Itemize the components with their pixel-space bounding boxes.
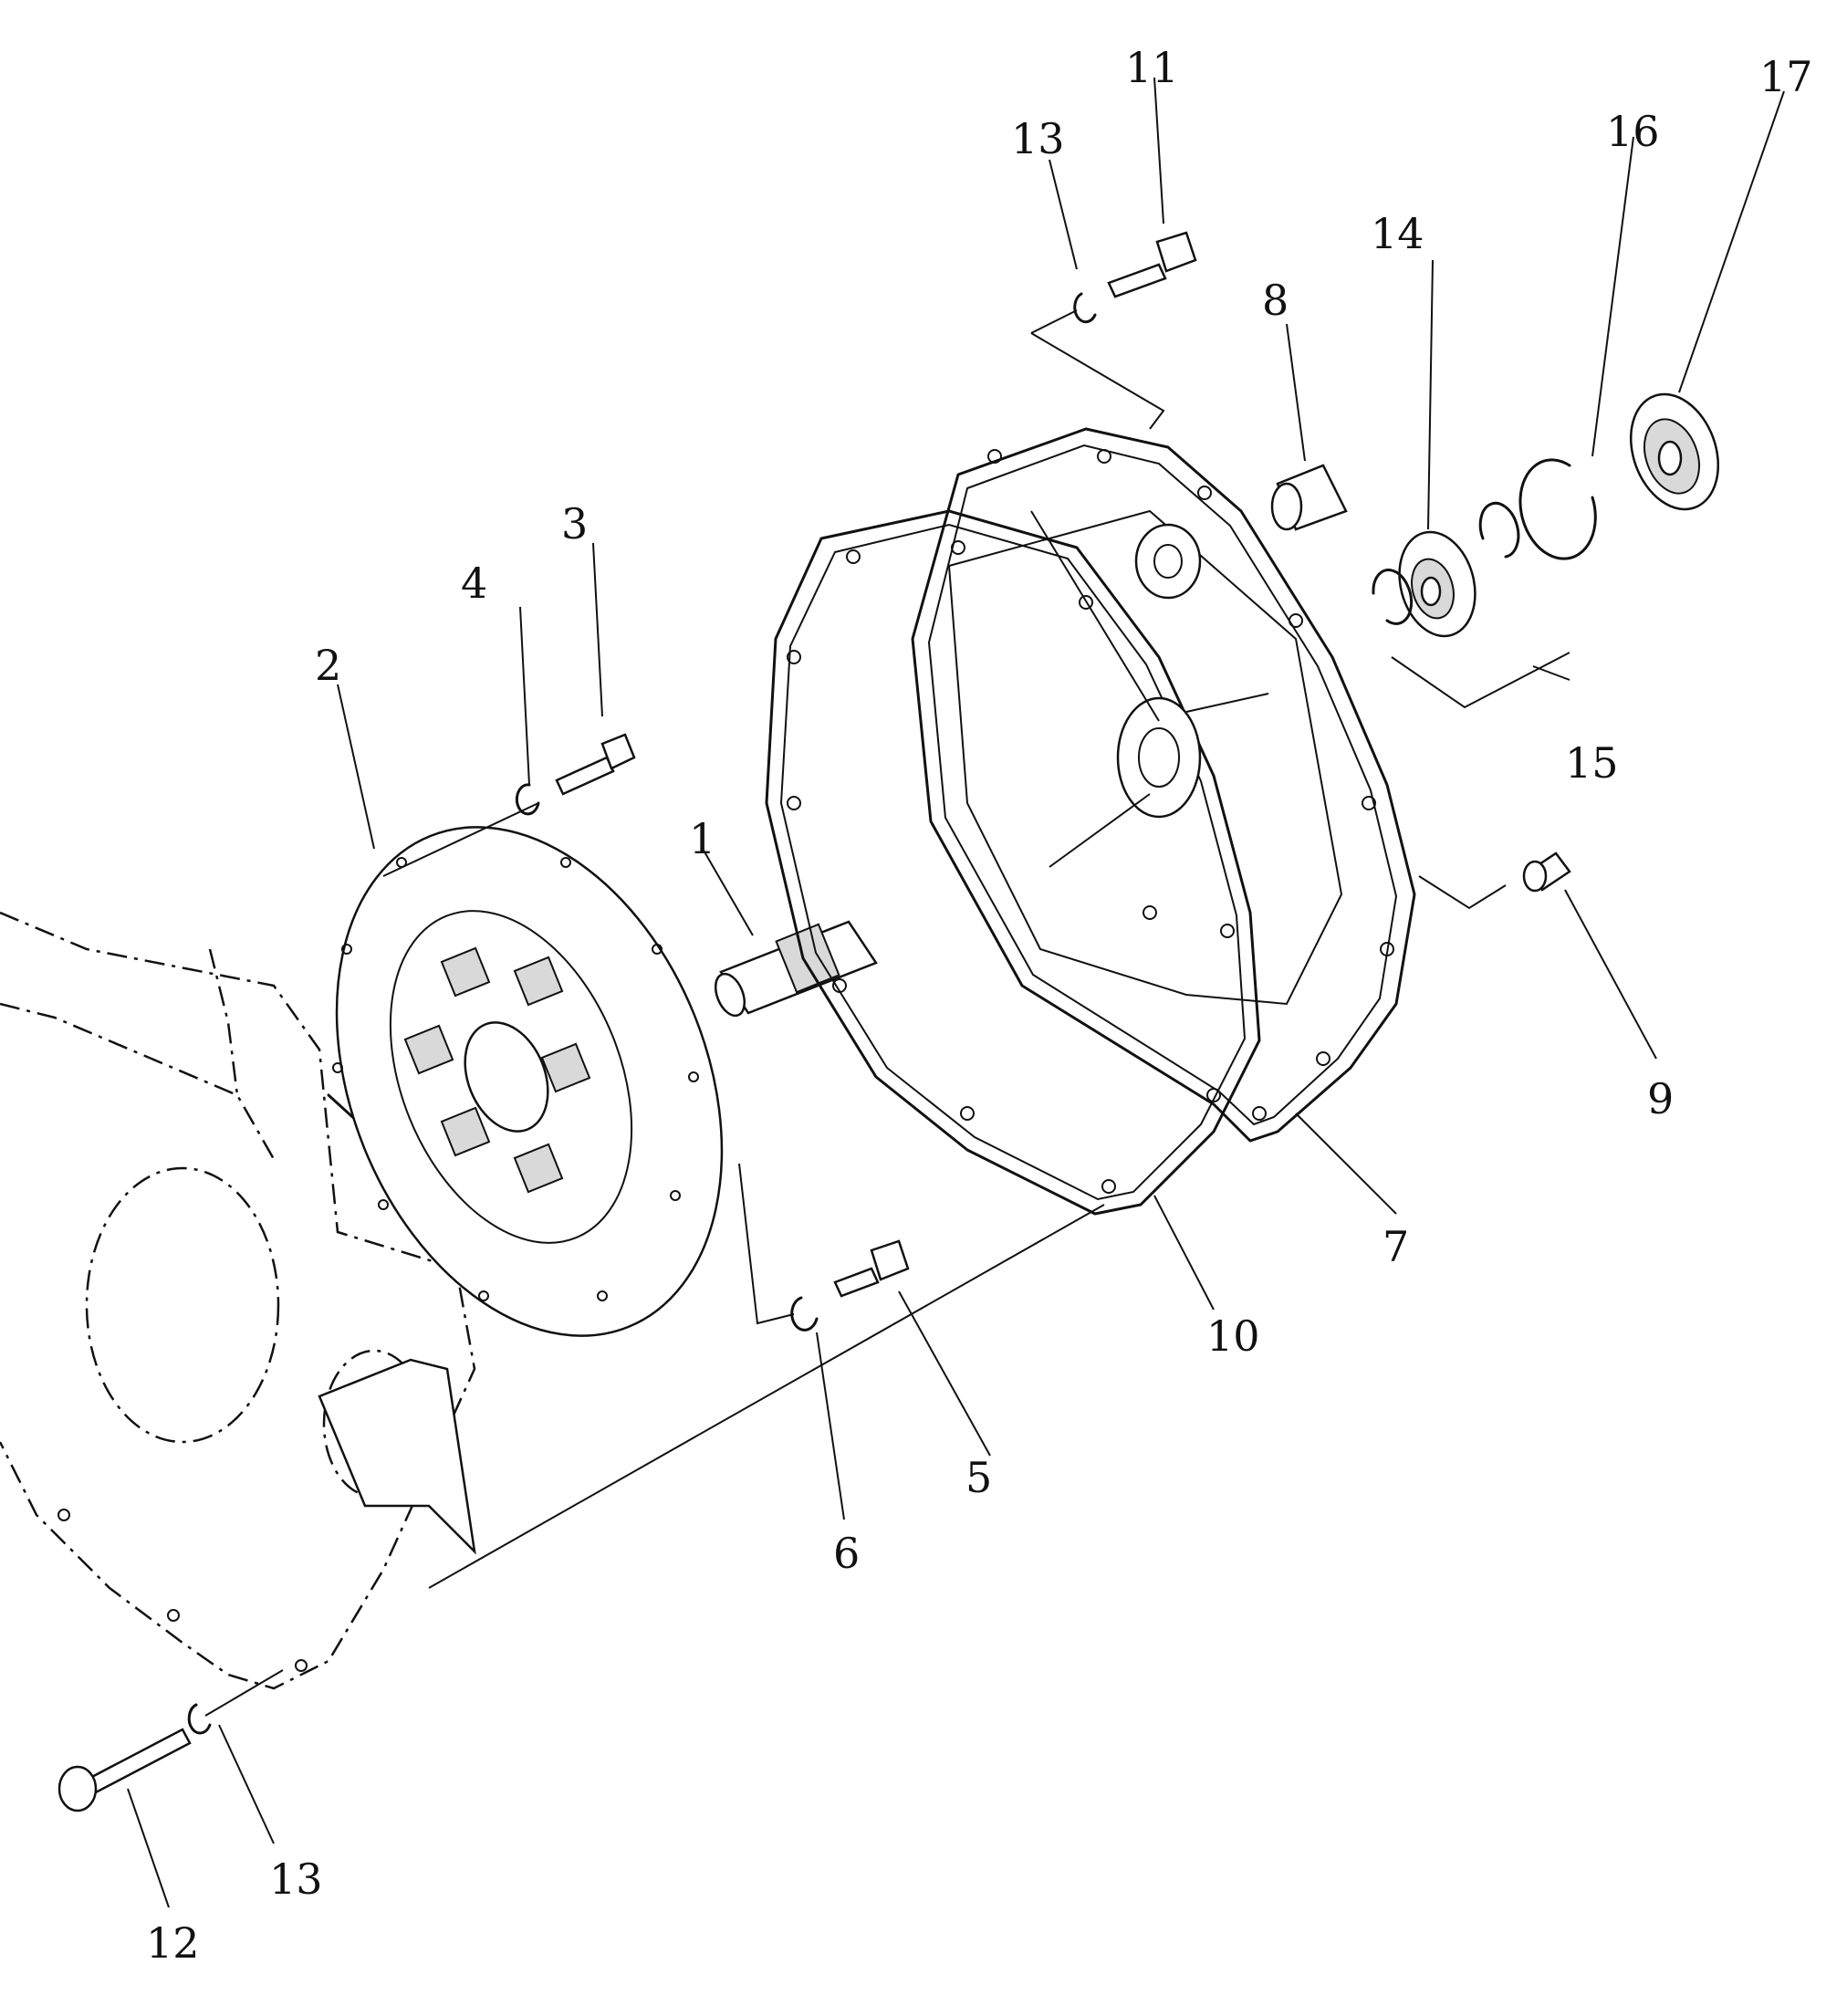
washer-6 (790, 1296, 819, 1332)
label-10: 10 (1206, 1311, 1260, 1361)
bearing (1398, 530, 1476, 638)
bolt-12 (57, 1728, 192, 1812)
label-14: 14 (1371, 209, 1424, 258)
label-2: 2 (315, 641, 341, 690)
snap-rings (1372, 501, 1520, 625)
label-1: 1 (689, 814, 715, 863)
washer-13-top (1073, 292, 1097, 324)
label-8: 8 (1262, 276, 1289, 325)
input-shaft (714, 920, 878, 1018)
washer-13-bottom (187, 1703, 212, 1735)
plug (1270, 464, 1348, 531)
gasket (765, 509, 1261, 1216)
label-17: 17 (1759, 52, 1813, 101)
label-7: 7 (1383, 1222, 1409, 1271)
label-4: 4 (461, 559, 487, 608)
label-13-bottom: 13 (269, 1854, 323, 1904)
label-6: 6 (833, 1529, 860, 1578)
label-13-top: 13 (1011, 114, 1065, 163)
label-12: 12 (146, 1918, 200, 1968)
washer-4 (515, 783, 540, 816)
label-16: 16 (1606, 107, 1660, 156)
engine-flywheel-housing (0, 911, 476, 1690)
label-11: 11 (1125, 43, 1179, 92)
bolt-11 (1107, 231, 1197, 298)
label-5: 5 (965, 1453, 992, 1502)
label-3: 3 (561, 499, 588, 548)
damper-disc (332, 826, 724, 1337)
bolt-5 (833, 1239, 910, 1298)
converter-housing (911, 427, 1416, 1143)
leader-lines (127, 77, 1785, 1908)
label-9: 9 (1647, 1074, 1674, 1123)
part-labels: 1 2 3 4 5 6 7 8 9 10 11 12 13 13 14 15 1… (146, 43, 1813, 1968)
label-15: 15 (1565, 738, 1619, 788)
oil-seal (1629, 392, 1720, 511)
bolt-3 (555, 733, 636, 796)
snap-ring (1518, 458, 1597, 560)
drain-plug (1522, 851, 1571, 893)
assembly-lines (204, 309, 1570, 1717)
